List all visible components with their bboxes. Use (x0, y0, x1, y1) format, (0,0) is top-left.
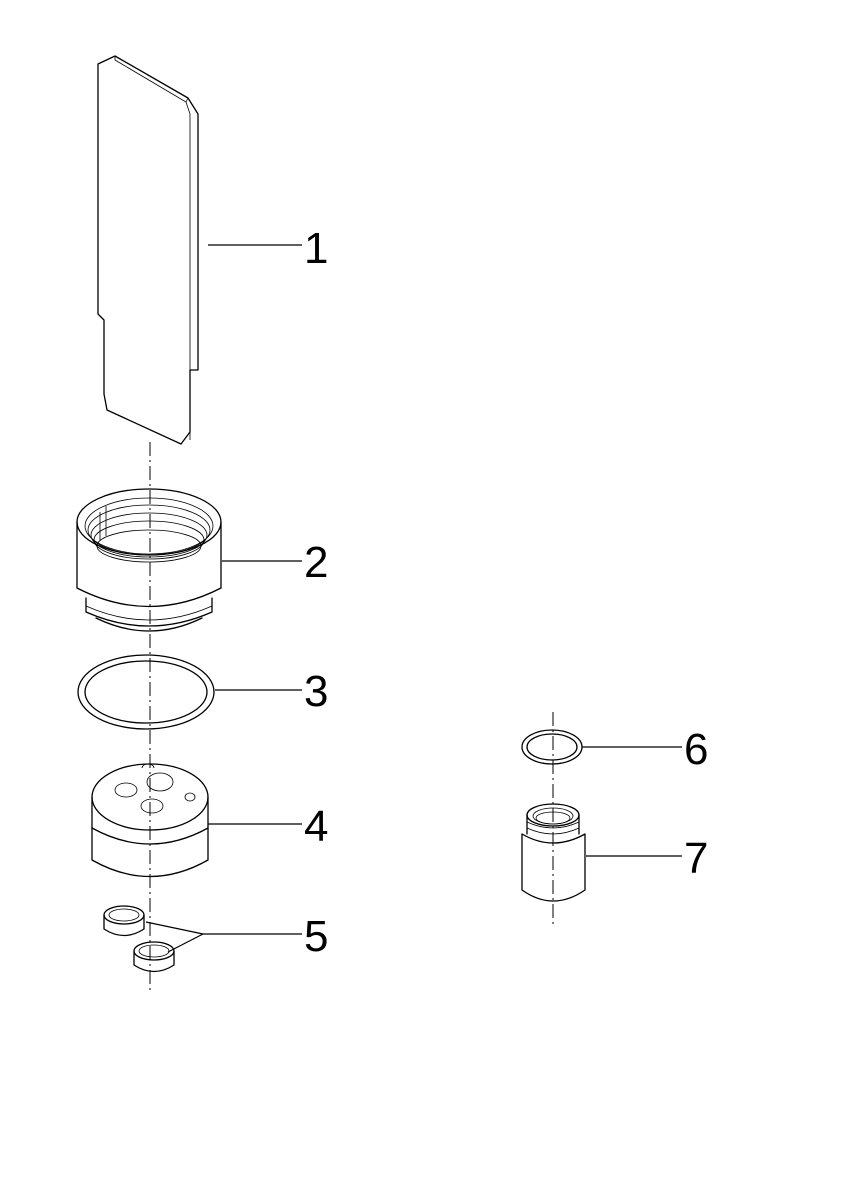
part-6-small-o-ring (521, 729, 583, 765)
part-1-handle (97, 55, 199, 445)
callout-6: 6 (684, 725, 708, 774)
part-4-cartridge (91, 763, 209, 878)
seal-lower (133, 941, 175, 973)
callout-labels: 1 2 3 4 5 6 7 (304, 224, 708, 961)
callout-4: 4 (304, 802, 328, 851)
seal-upper (103, 905, 145, 937)
callout-2: 2 (304, 538, 328, 587)
part-2-threaded-nut (76, 488, 222, 632)
callout-7: 7 (684, 834, 708, 883)
leader-lines (145, 244, 682, 953)
callout-3: 3 (304, 667, 328, 716)
callout-1: 1 (304, 224, 328, 273)
part-7-threaded-sleeve (521, 803, 586, 902)
callout-5: 5 (304, 912, 328, 961)
part-3-o-ring (77, 654, 215, 730)
part-5-seals (103, 905, 175, 973)
